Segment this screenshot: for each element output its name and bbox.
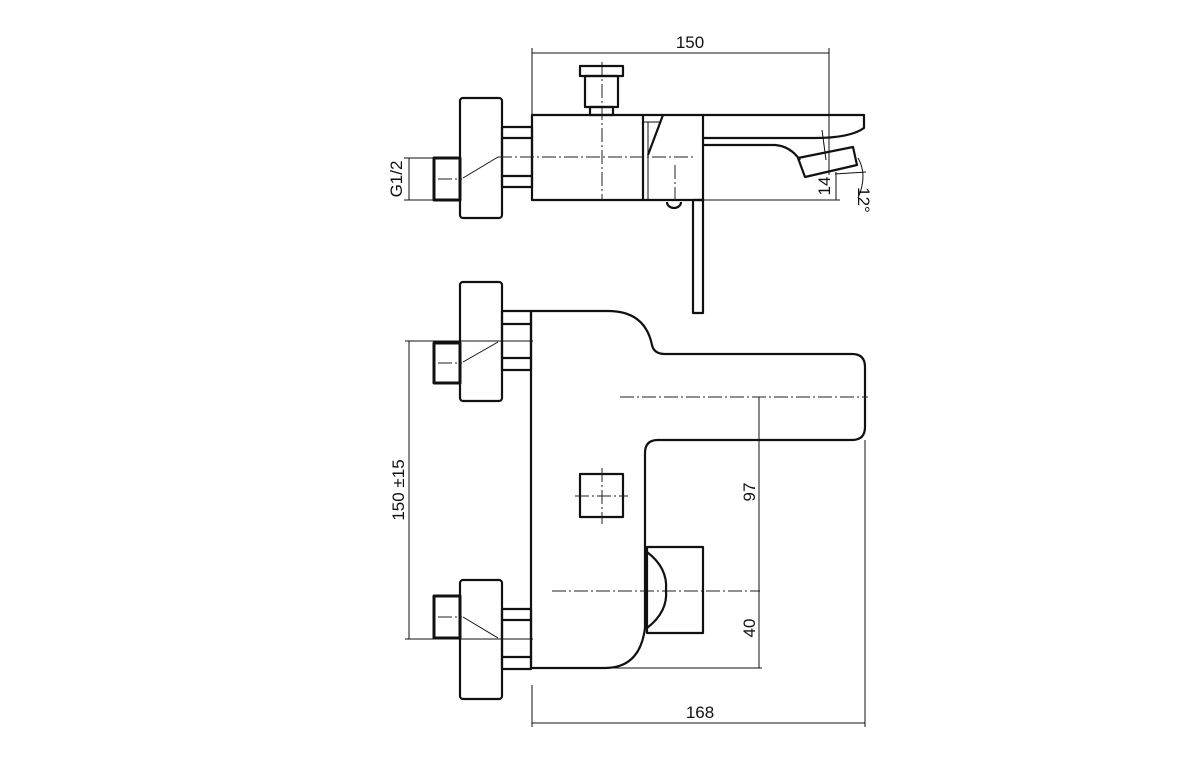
dimension-label-14: 14 [815,177,834,196]
wall-connector [432,96,534,220]
dimension-label-168: 168 [686,703,714,722]
dimension-label-40: 40 [740,619,759,638]
front-view: 150 ±15 97 40 168 [389,280,868,727]
dimension-thread: G1/2 [387,157,434,201]
dimension-14-12deg: 14 12° [703,157,873,213]
dimension-150: 150 [531,33,830,175]
dimension-inlet-spacing: 150 ±15 [389,340,533,640]
mixer-body-front [529,309,868,670]
dimension-label-12deg: 12° [854,187,873,213]
dimension-label-thread: G1/2 [387,161,406,198]
dimension-97-40: 97 40 [610,397,762,669]
dimension-label-inlet-spacing: 150 ±15 [389,459,408,520]
diverter-knob-front [575,468,628,524]
lever-side [665,198,705,315]
diverter-knob-side [578,64,625,117]
spout-side [703,113,866,179]
dimension-label-width: 150 [676,33,704,52]
lever-front [645,545,705,635]
dimension-label-97: 97 [740,483,759,502]
dimension-168: 168 [531,440,866,727]
mixer-body-side [498,62,705,202]
side-view: 150 G1/2 [387,33,873,315]
